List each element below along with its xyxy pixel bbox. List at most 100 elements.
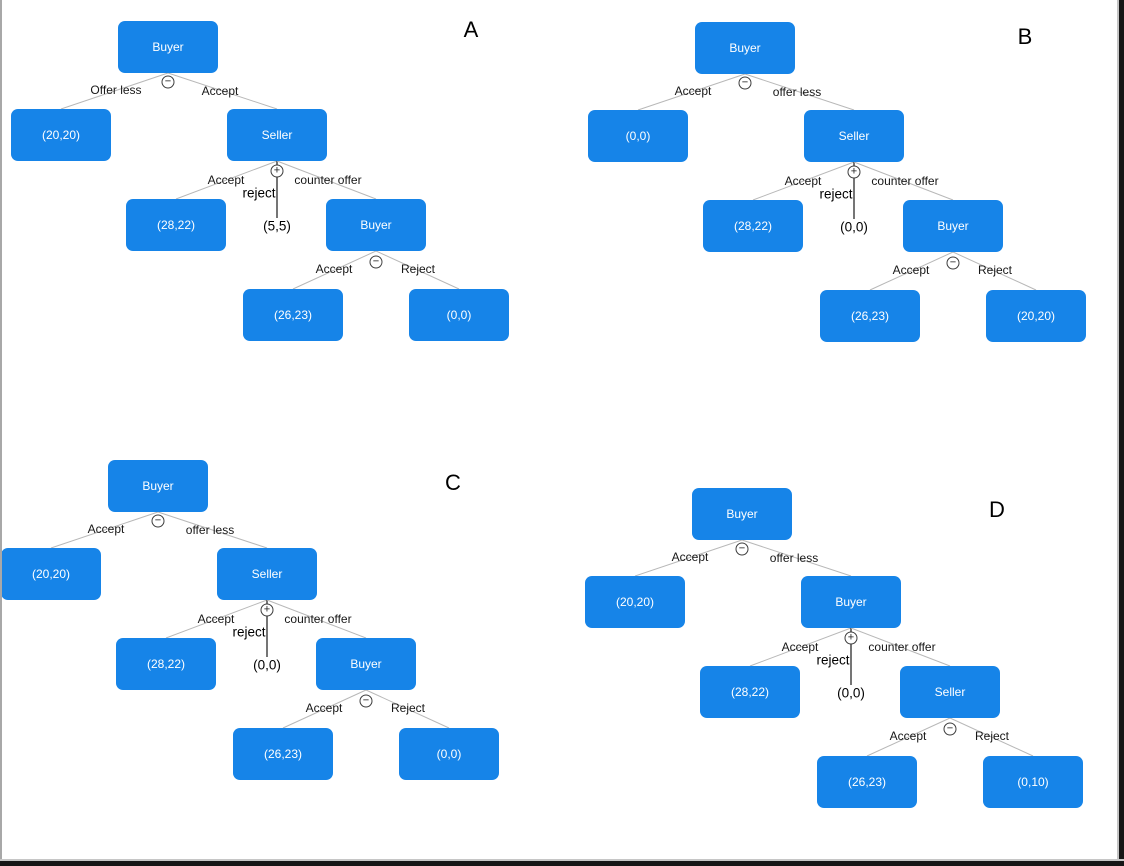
edge-level3-right-line: [952, 251, 1037, 291]
tree-letter: D: [989, 497, 1005, 522]
edge-label-root-left: Offer less: [90, 83, 142, 97]
tree-edges: [60, 72, 460, 290]
edge-level2-left-line: [749, 627, 852, 667]
circled-plus-icon: +: [844, 631, 858, 645]
edge-level3-left-line: [282, 689, 367, 729]
circled-minus-icon: −: [161, 75, 175, 89]
tree-node-root: Buyer: [692, 488, 792, 540]
edge-label-level3-right: Reject: [390, 701, 426, 715]
tree-edges: [50, 511, 450, 729]
edge-root-right-line: [744, 73, 855, 111]
edge-label-level3-left: Accept: [315, 262, 353, 276]
edge-label-root-left: Accept: [674, 84, 712, 98]
tree-leaf-payoff: (26,23): [233, 728, 333, 780]
edge-label-reject: reject: [816, 652, 850, 668]
edge-label-level3-right: Reject: [974, 729, 1010, 743]
tree-node-level3: Seller: [900, 666, 1000, 718]
tree-leaf-payoff: (0,10): [983, 756, 1083, 808]
edge-label-reject: reject: [242, 185, 276, 201]
edge-label-counter-offer: counter offer: [284, 612, 352, 626]
edge-label-root-right: offer less: [185, 523, 235, 537]
circled-minus-icon: −: [369, 255, 383, 269]
edge-label-root-right: offer less: [772, 85, 822, 99]
edge-root-left-line: [60, 72, 169, 110]
edge-root-right-line: [741, 539, 852, 577]
edge-level2-right-line: [853, 161, 954, 201]
tree-node-level3: Buyer: [316, 638, 416, 690]
circled-minus-icon: −: [735, 542, 749, 556]
reject-terminal-payoff: (0,0): [840, 219, 868, 235]
circled-plus-icon: +: [260, 603, 274, 617]
tree-leaf-payoff: (26,23): [820, 290, 920, 342]
game-tree-panel: Buyer (20,20) Buyer (28,22) Seller (26,2…: [574, 488, 1094, 820]
circled-minus-icon: −: [943, 722, 957, 736]
circled-minus-icon: −: [738, 76, 752, 90]
edge-label-reject: reject: [232, 624, 266, 640]
edge-level3-left-line: [866, 717, 951, 757]
edge-label-level3-left: Accept: [305, 701, 343, 715]
tree-edges: [634, 539, 1034, 757]
edge-label-root-left: Accept: [671, 550, 709, 564]
tree-node-root: Buyer: [695, 22, 795, 74]
edge-root-right-line: [157, 511, 268, 549]
edge-label-level2-left: Accept: [207, 173, 245, 187]
edge-label-level2-left: Accept: [197, 612, 235, 626]
edge-label-root-right: Accept: [201, 84, 239, 98]
tree-node-root: Buyer: [118, 21, 218, 73]
tree-letter: B: [1017, 24, 1033, 49]
edge-level2-left-line: [165, 599, 268, 639]
tree-leaf-payoff: (26,23): [817, 756, 917, 808]
edge-label-counter-offer: counter offer: [868, 640, 936, 654]
edge-level3-right-line: [949, 717, 1034, 757]
edge-label-level3-right: Reject: [977, 263, 1013, 277]
edge-label-root-left: Accept: [87, 522, 125, 536]
circled-minus-icon: −: [151, 514, 165, 528]
edge-label-root-right: offer less: [769, 551, 819, 565]
tree-leaf-payoff: (20,20): [11, 109, 111, 161]
edge-label-counter-offer: counter offer: [294, 173, 362, 187]
edge-level3-right-line: [365, 689, 450, 729]
circled-minus-icon: −: [359, 694, 373, 708]
tree-leaf-payoff: (28,22): [700, 666, 800, 718]
reject-terminal-payoff: (0,0): [253, 657, 281, 673]
window-frame-right-border: [1117, 0, 1124, 866]
tree-node-level3: Buyer: [326, 199, 426, 251]
tree-leaf-payoff: (0,0): [399, 728, 499, 780]
tree-node-level2: Buyer: [801, 576, 901, 628]
edge-level2-right-line: [850, 627, 951, 667]
window-frame-left-border: [0, 0, 2, 866]
tree-node-root: Buyer: [108, 460, 208, 512]
edge-level3-right-line: [375, 250, 460, 290]
reject-terminal-payoff: (5,5): [263, 218, 291, 234]
tree-leaf-payoff: (28,22): [703, 200, 803, 252]
edge-label-level3-left: Accept: [889, 729, 927, 743]
edge-root-right-line: [167, 72, 278, 110]
tree-leaf-payoff: (28,22): [116, 638, 216, 690]
game-tree-panel: Buyer (0,0) Seller (28,22) Buyer (26,23)…: [577, 22, 1097, 354]
edge-root-left-line: [50, 511, 159, 549]
tree-node-level2: Seller: [217, 548, 317, 600]
tree-leaf-payoff: (20,20): [1, 548, 101, 600]
edge-label-counter-offer: counter offer: [871, 174, 939, 188]
edge-level3-left-line: [292, 250, 377, 290]
circled-plus-icon: +: [847, 165, 861, 179]
tree-letter: A: [463, 17, 479, 42]
circled-minus-icon: −: [946, 256, 960, 270]
edge-label-level2-left: Accept: [784, 174, 822, 188]
tree-leaf-payoff: (28,22): [126, 199, 226, 251]
edge-label-reject: reject: [819, 186, 853, 202]
tree-leaf-payoff: (0,0): [409, 289, 509, 341]
tree-node-level2: Seller: [804, 110, 904, 162]
edge-level2-right-line: [266, 599, 367, 639]
window-frame-bottom-border: [0, 859, 1124, 866]
circled-plus-icon: +: [270, 164, 284, 178]
tree-node-level2: Seller: [227, 109, 327, 161]
edge-level2-left-line: [752, 161, 855, 201]
edge-level2-right-line: [276, 160, 377, 200]
edge-root-left-line: [634, 539, 743, 577]
tree-leaf-payoff: (20,20): [585, 576, 685, 628]
tree-leaf-payoff: (0,0): [588, 110, 688, 162]
tree-leaf-payoff: (20,20): [986, 290, 1086, 342]
tree-leaf-payoff: (26,23): [243, 289, 343, 341]
edge-label-level3-left: Accept: [892, 263, 930, 277]
